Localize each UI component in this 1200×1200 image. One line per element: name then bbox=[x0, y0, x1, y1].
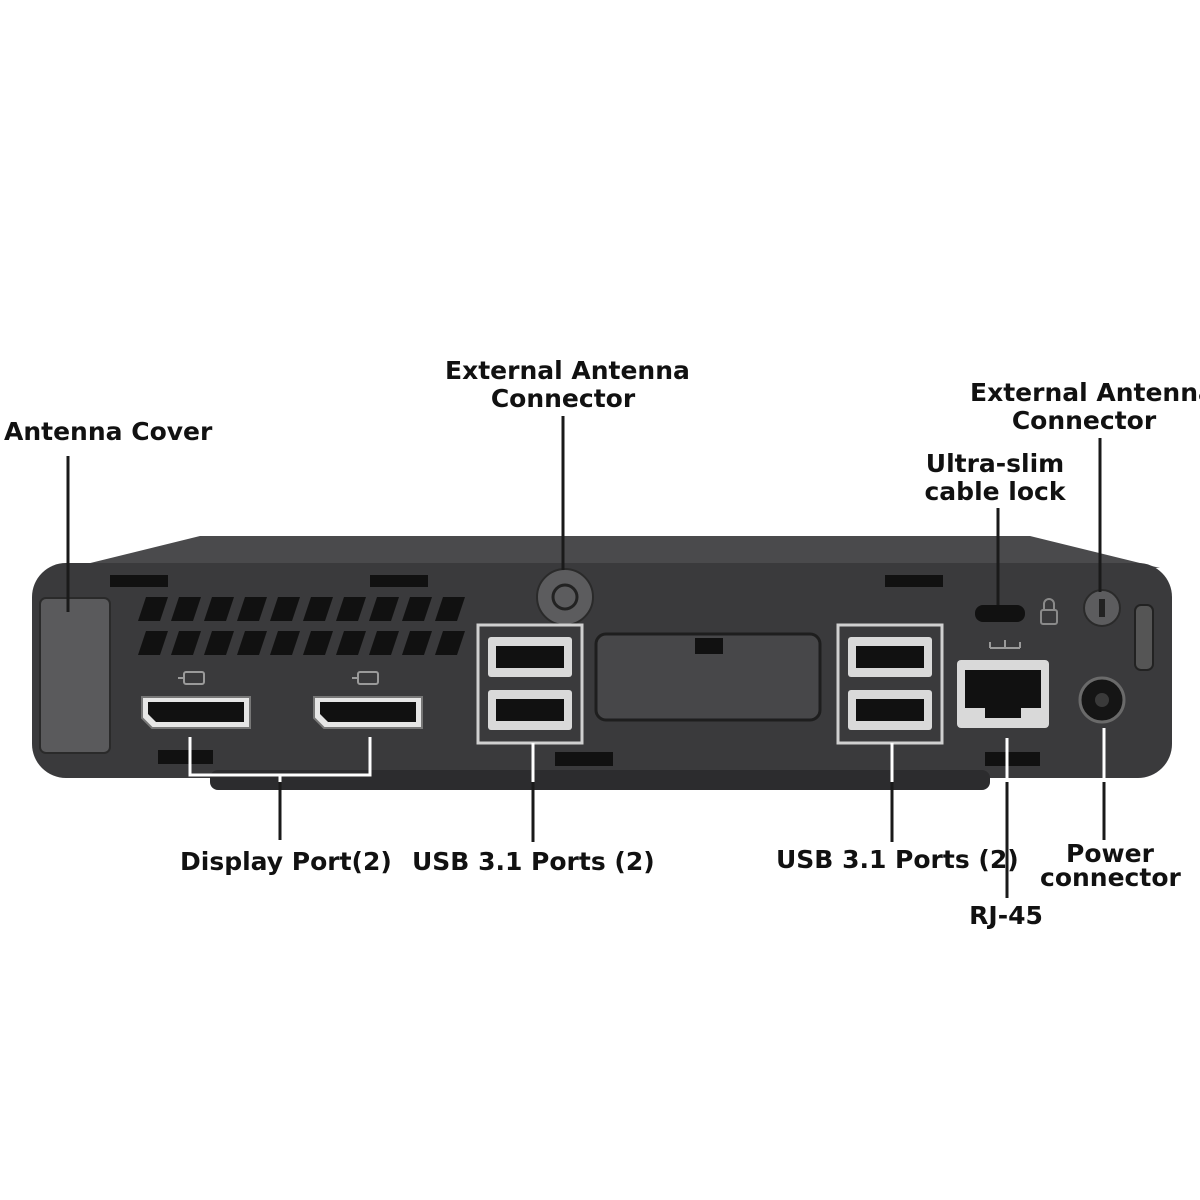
chassis-slot bbox=[885, 575, 943, 587]
leader-lines-lower bbox=[278, 782, 1106, 898]
vent-slot bbox=[435, 597, 465, 621]
vent-slot bbox=[204, 631, 234, 655]
vent-slot bbox=[204, 597, 234, 621]
vent-slot bbox=[270, 631, 300, 655]
usb-right-port-2-socket bbox=[856, 699, 924, 721]
vent-slot bbox=[369, 597, 399, 621]
side-rail bbox=[1134, 604, 1154, 671]
chassis-slot bbox=[985, 752, 1040, 766]
label-power-connector: Power connector bbox=[1040, 839, 1181, 892]
chassis-top bbox=[70, 536, 1160, 568]
antenna-connector-icon bbox=[551, 583, 579, 611]
displayport-2-socket bbox=[320, 702, 416, 722]
antenna-connector-icon bbox=[1099, 599, 1105, 617]
usb-left-port-2-socket bbox=[496, 699, 564, 721]
blank-expansion-panel bbox=[594, 632, 822, 722]
label-cable-lock: Ultra-slim cable lock bbox=[924, 449, 1066, 506]
vent-slot bbox=[138, 597, 168, 621]
label-antenna-cover: Antenna Cover bbox=[4, 417, 213, 446]
vent-slot bbox=[237, 597, 267, 621]
panel-latch bbox=[695, 638, 723, 654]
chassis-foot bbox=[210, 770, 990, 790]
usb-right-frame bbox=[836, 623, 944, 745]
usb-right-port-1-socket bbox=[856, 646, 924, 668]
leader-lines-light bbox=[188, 728, 1106, 782]
label-external-antenna-right: External Antenna Connector bbox=[970, 378, 1200, 435]
label-usb-left: USB 3.1 Ports (2) bbox=[412, 847, 655, 876]
vent-slot bbox=[303, 597, 333, 621]
leader-lines bbox=[66, 416, 1102, 612]
lock-icon bbox=[1040, 598, 1058, 625]
chassis-slot bbox=[158, 750, 213, 764]
displayport-1-socket bbox=[148, 702, 244, 722]
vent-slot bbox=[138, 631, 168, 655]
chassis-slot bbox=[110, 575, 168, 587]
vent-slot bbox=[435, 631, 465, 655]
vent-slot bbox=[402, 597, 432, 621]
vent-slot bbox=[270, 597, 300, 621]
rj45-socket bbox=[965, 670, 1041, 718]
antenna-connector-left bbox=[536, 568, 594, 626]
network-icon bbox=[989, 640, 1021, 649]
label-rj45: RJ-45 bbox=[969, 901, 1043, 930]
cable-lock-slot bbox=[975, 605, 1025, 622]
displayport-icon bbox=[178, 671, 205, 685]
vent-grille bbox=[138, 597, 465, 655]
label-external-antenna-left: External Antenna Connector bbox=[445, 356, 690, 413]
vent-slot bbox=[171, 631, 201, 655]
vent-slot bbox=[237, 631, 267, 655]
label-display-port: Display Port(2) bbox=[180, 847, 392, 876]
chassis-slot bbox=[555, 752, 613, 766]
vent-slot bbox=[336, 631, 366, 655]
vent-slot bbox=[402, 631, 432, 655]
label-usb-right: USB 3.1 Ports (2) bbox=[776, 845, 1019, 874]
displayport-icon bbox=[352, 671, 379, 685]
chassis-slot bbox=[370, 575, 428, 587]
usb-left-port-1-socket bbox=[496, 646, 564, 668]
vent-slot bbox=[303, 631, 333, 655]
usb-left-frame bbox=[476, 623, 584, 745]
power-connector-pin bbox=[1095, 693, 1109, 707]
vent-slot bbox=[369, 631, 399, 655]
antenna-cover bbox=[39, 597, 111, 754]
vent-slot bbox=[336, 597, 366, 621]
vent-slot bbox=[171, 597, 201, 621]
